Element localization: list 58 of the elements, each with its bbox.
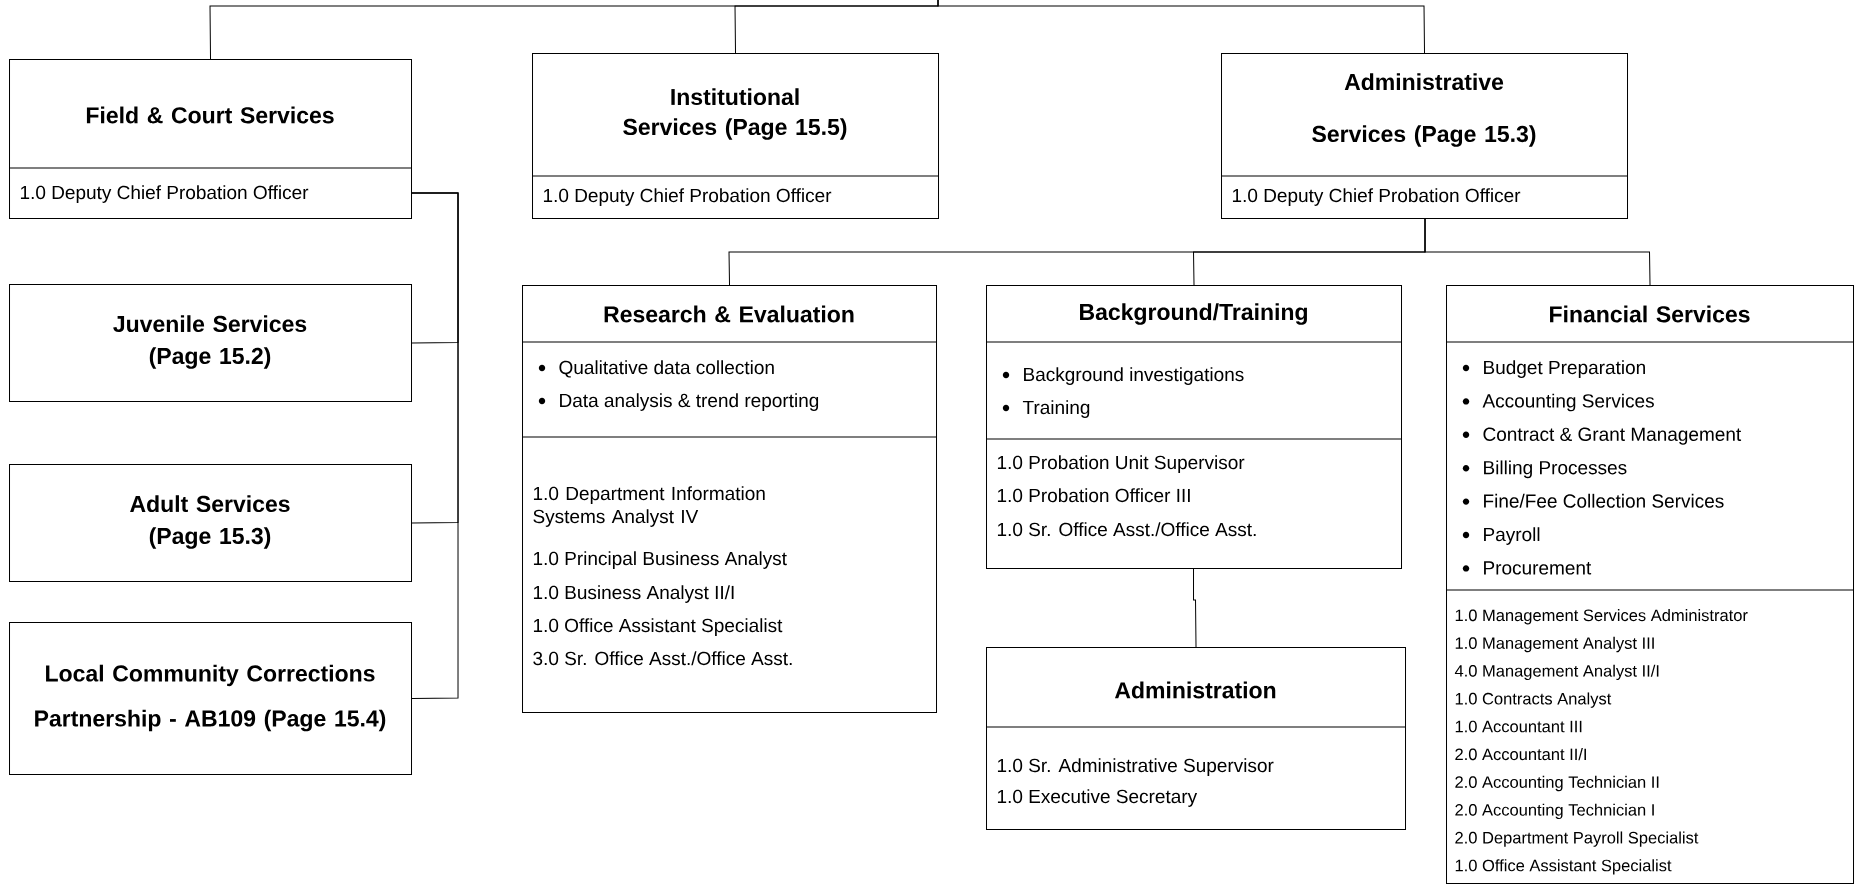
bullet-item: Background investigations	[1002, 367, 1244, 385]
position-line: 1.0 Office Assistant Specialist	[1455, 859, 1672, 875]
box-heading: Juvenile Services (Page 15.2)	[113, 315, 307, 369]
position-line: 1.0 Business Analyst II/I	[533, 585, 734, 603]
box-heading: Field & Court Services	[86, 106, 334, 124]
org-box	[9, 622, 412, 775]
box-heading: Administration	[1114, 681, 1276, 699]
position-line: 1.0 Sr. Administrative Supervisor	[997, 758, 1274, 776]
bullet-item: Data analysis & trend reporting	[538, 393, 819, 411]
connector-line	[937, 0, 1425, 54]
box-heading: Background/Training	[1080, 303, 1307, 325]
box-heading: Adult Services (Page 15.3)	[130, 495, 290, 549]
bullet-item: Contract & Grant Management	[1462, 427, 1742, 445]
org-box	[9, 464, 412, 582]
position-line: 1.0 Management Analyst III	[1455, 636, 1654, 653]
box-heading: Administrative Services (Page 15.3)	[1312, 73, 1536, 147]
position-line: 1.0 Management Services Administrator	[1455, 609, 1748, 625]
position-line: 1.0 Department Information Systems Analyst IV	[533, 486, 765, 527]
box-heading: Local Community Corrections Partnership - AB109 (Page 15.4)	[35, 664, 386, 732]
position-line: 2.0 Accounting Technician I	[1455, 803, 1654, 819]
position-line: 1.0 Deputy Chief Probation Officer	[1232, 188, 1521, 206]
bullet-item: Billing Processes	[1462, 460, 1627, 479]
position-line: 1.0 Accountant III	[1455, 720, 1582, 733]
box-heading: Financial Services	[1550, 305, 1750, 323]
position-line: 1.0 Executive Secretary	[997, 789, 1198, 807]
position-line: 1.0 Principal Business Analyst	[533, 551, 787, 569]
position-line: 1.0 Probation Unit Supervisor	[997, 455, 1245, 473]
org-box	[1445, 285, 1854, 884]
position-line: 1.0 Office Assistant Specialist	[533, 618, 783, 636]
position-line: 2.0 Accountant II/I	[1455, 748, 1586, 761]
org-box	[531, 53, 939, 219]
bullet-item: Training	[1002, 400, 1090, 418]
position-line: 1.0 Probation Officer III	[997, 488, 1190, 503]
connector-line	[1424, 217, 1651, 286]
position-line: 1.0 Sr. Office Asst./Office Asst.	[997, 522, 1256, 537]
box-heading: Research & Evaluation	[604, 305, 854, 323]
position-line: 2.0 Accounting Technician II	[1455, 775, 1659, 792]
connector-line	[410, 192, 459, 699]
bullet-item: Procurement	[1462, 561, 1592, 575]
position-line: 3.0 Sr. Office Asst./Office Asst.	[533, 651, 792, 666]
org-box	[985, 647, 1406, 830]
bullet-item: Budget Preparation	[1462, 360, 1645, 378]
position-line: 1.0 Deputy Chief Probation Officer	[20, 185, 309, 203]
bullet-item: Qualitative data collection	[538, 360, 774, 378]
org-box	[9, 284, 412, 402]
position-line: 1.0 Deputy Chief Probation Officer	[543, 188, 832, 206]
bullet-item: Fine/Fee Collection Services	[1462, 493, 1724, 508]
box-heading: Institutional Services (Page 15.5)	[623, 88, 847, 140]
org-box	[521, 285, 937, 713]
bullet-item: Payroll	[1462, 527, 1540, 545]
org-box	[1220, 53, 1628, 219]
position-line: 2.0 Department Payroll Specialist	[1455, 831, 1699, 847]
bullet-item: Accounting Services	[1462, 393, 1654, 412]
org-box	[985, 285, 1402, 569]
org-box	[8, 59, 412, 219]
position-line: 1.0 Contracts Analyst	[1455, 692, 1612, 708]
position-line: 4.0 Management Analyst II/I	[1454, 664, 1659, 680]
connector-line	[1193, 567, 1197, 648]
